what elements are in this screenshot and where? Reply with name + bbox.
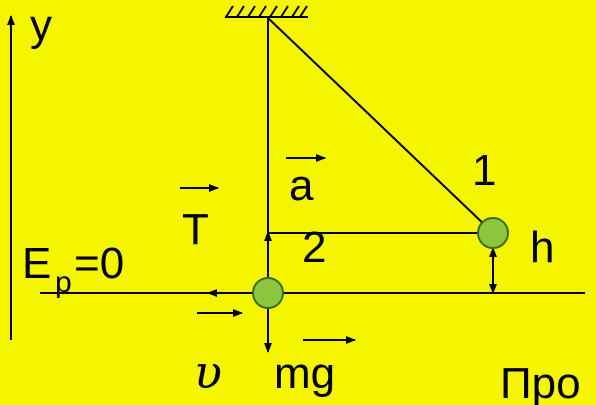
height-label: h	[530, 223, 554, 272]
energy-symbol: E	[22, 239, 51, 288]
velocity-label: υ	[194, 345, 222, 399]
point-2-label: 2	[302, 223, 326, 272]
ball-raised-position	[477, 217, 509, 249]
corner-text: Про	[500, 359, 581, 405]
energy-subscript: p	[55, 266, 72, 299]
acceleration-label: a	[289, 161, 314, 210]
gravity-label: mg	[274, 349, 335, 398]
point-1-label: 1	[472, 146, 496, 195]
ball-lowest-position	[252, 277, 284, 309]
energy-value: =0	[74, 239, 124, 288]
y-axis-label: y	[30, 1, 52, 50]
ceiling-support	[225, 5, 308, 18]
tension-label: T	[182, 205, 209, 254]
string-deflected	[267, 17, 489, 229]
